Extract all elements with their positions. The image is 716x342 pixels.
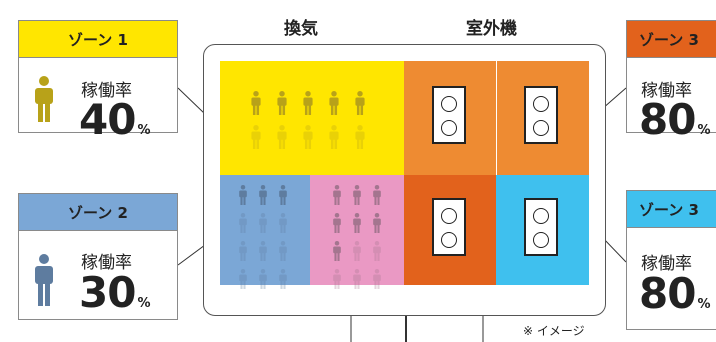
zone3-top-rate-label: 稼働率 (641, 81, 692, 101)
zone3-bottom-rate-value: 80% (639, 269, 710, 318)
outdoor-unit-2 (524, 86, 558, 144)
person-icon (352, 185, 372, 209)
zone1-rate-label: 稼働率 (81, 81, 132, 101)
zone2-rate-value: 30% (79, 268, 150, 317)
zone2-card-title: ゾーン 2 (19, 194, 177, 231)
person-icon (332, 241, 352, 265)
outdoor-unit-4 (524, 198, 558, 256)
outdoor-unit-label: 室外機 (466, 19, 517, 39)
zone2-rate-label: 稼働率 (81, 253, 132, 273)
zone3-bottom-card-title: ゾーン 3 (627, 191, 716, 228)
person-icon (354, 91, 380, 119)
person-icon (250, 91, 276, 119)
person-icon (372, 213, 392, 237)
zone-pink (310, 175, 404, 289)
person-icon (258, 213, 278, 237)
zone3-top-card: ゾーン 3 稼働率 80% (626, 20, 716, 141)
person-icon (258, 269, 278, 293)
person-icon (278, 185, 298, 209)
outdoor-unit-3 (432, 198, 466, 256)
outdoor-unit-1 (432, 86, 466, 144)
person-icon (238, 269, 258, 293)
person-icon (276, 125, 302, 153)
person-icon (278, 241, 298, 265)
person-icon (372, 269, 392, 293)
person-icon (258, 241, 278, 265)
person-icon (278, 269, 298, 293)
person-icon (352, 213, 372, 237)
person-icon (332, 269, 352, 293)
person-icon (238, 185, 258, 209)
person-icon (352, 269, 372, 293)
zone3-top-rate-value: 80% (639, 95, 710, 144)
person-icon (238, 241, 258, 265)
person-icon (276, 91, 302, 119)
zone2-card: ゾーン 2 稼働率 30% (18, 193, 178, 320)
zone3-top-card-title: ゾーン 3 (627, 21, 716, 58)
person-icon (258, 185, 278, 209)
zone3-bottom-rate-label: 稼働率 (641, 254, 692, 274)
person-icon (33, 254, 55, 306)
person-icon (372, 185, 392, 209)
zone1-card: ゾーン 1 稼働率 40% (18, 20, 178, 141)
zone1-card-title: ゾーン 1 (19, 21, 177, 58)
person-icon (250, 125, 276, 153)
person-icon (328, 91, 354, 119)
person-icon (328, 125, 354, 153)
image-note: ※ イメージ (523, 324, 585, 338)
person-icon (238, 213, 258, 237)
person-icon (332, 213, 352, 237)
person-icon (278, 213, 298, 237)
person-icon (302, 125, 328, 153)
person-icon (302, 91, 328, 119)
person-icon (352, 241, 372, 265)
person-icon (332, 185, 352, 209)
zone3-bottom-card: ゾーン 3 稼働率 80% (626, 190, 716, 330)
zone1-rate-value: 40% (79, 95, 150, 144)
zone-blue (220, 175, 310, 289)
person-icon (372, 241, 392, 265)
zone-yellow (220, 61, 404, 175)
person-icon (354, 125, 380, 153)
person-icon (33, 76, 55, 122)
ventilation-label: 換気 (284, 19, 318, 39)
